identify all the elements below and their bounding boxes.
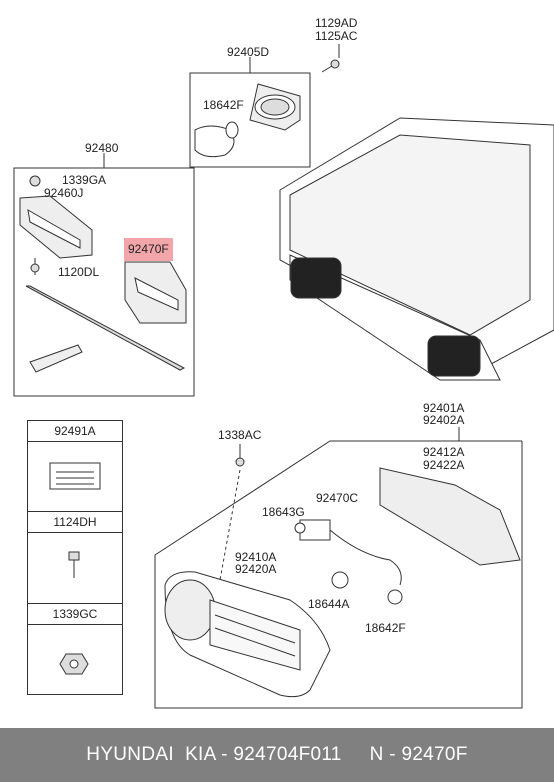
part-label-92460J[interactable]: 92460J	[44, 186, 84, 200]
legend-1339GC-label: 1339GC	[28, 604, 122, 625]
footer-n-label: N	[369, 744, 384, 765]
part-label-1129AD[interactable]: 1129AD	[315, 16, 358, 30]
legend-92491A: 92491A	[27, 420, 123, 512]
truck-body	[279, 117, 554, 381]
part-label-1125AC[interactable]: 1125AC	[315, 29, 358, 43]
part-label-92405D[interactable]: 92405D	[227, 45, 270, 59]
part-label-1120DL[interactable]: 1120DL	[58, 265, 100, 279]
legend-92491A-label: 92491A	[28, 421, 122, 442]
leader-dash-1338AC	[219, 469, 241, 581]
part-label-92470F[interactable]: 92470F	[124, 238, 173, 261]
parts-diagram: 92491A 1124DH 1339GC 1129AD 1125AC 92405…	[13, 16, 554, 709]
legend-drawings	[49, 462, 101, 675]
part-label-18644A[interactable]: 18644A	[308, 597, 350, 611]
footer-part-number: 924704F011	[233, 744, 342, 765]
tail-lamp-drawing	[164, 457, 521, 698]
footer-separator-2: -	[389, 744, 396, 765]
footer-brand: HYUNDAI KIA	[86, 744, 216, 765]
part-label-92420A[interactable]: 92420A	[235, 562, 277, 576]
part-label-18643G[interactable]: 18643G	[262, 505, 305, 519]
side-repeater-lamp	[194, 83, 301, 158]
part-label-18642F-top[interactable]: 18642F	[203, 98, 244, 112]
part-label-92402A[interactable]: 92402A	[423, 413, 465, 427]
part-label-92480[interactable]: 92480	[85, 141, 119, 155]
part-label-92470C[interactable]: 92470C	[316, 491, 359, 505]
box-tail-lamp	[154, 440, 523, 709]
part-label-1339GA[interactable]: 1339GA	[62, 173, 107, 187]
part-label-92401A[interactable]: 92401A	[423, 401, 465, 415]
legend-1124DH-label: 1124DH	[28, 512, 122, 533]
part-number-footer: HYUNDAI KIA - 924704F011 N - 92470F	[0, 728, 554, 782]
part-label-92422A[interactable]: 92422A	[423, 458, 465, 472]
part-label-1338AC[interactable]: 1338AC	[218, 428, 262, 442]
part-label-92412A[interactable]: 92412A	[423, 445, 465, 459]
footer-n-value: 92470F	[401, 744, 468, 765]
legend-1339GC: 1339GC	[27, 603, 123, 695]
legend-1124DH: 1124DH	[27, 511, 123, 604]
part-label-18642F-bottom[interactable]: 18642F	[365, 621, 406, 635]
diagram-drawing	[13, 44, 554, 709]
license-lamp-group	[19, 175, 187, 373]
part-label-92410A[interactable]: 92410A	[235, 550, 277, 564]
footer-separator-1: -	[221, 744, 228, 765]
bolt-1129AD	[321, 59, 340, 73]
